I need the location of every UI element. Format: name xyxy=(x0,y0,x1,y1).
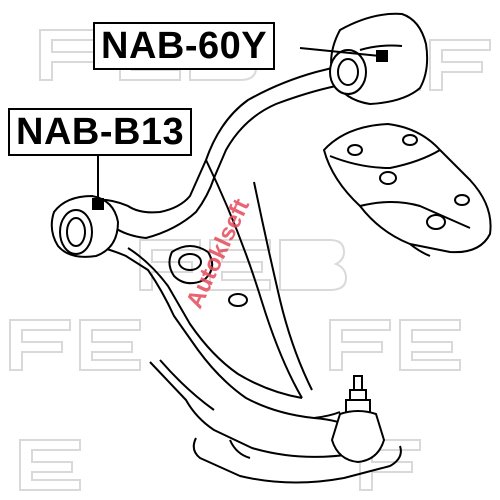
background-logo xyxy=(139,239,348,291)
pointer-marker-top xyxy=(376,50,388,62)
left-bushing xyxy=(50,194,120,258)
background-logo xyxy=(19,439,421,491)
leader-lines xyxy=(97,47,381,200)
bushing-bracket xyxy=(323,123,492,257)
part-number-label-nab-60y: NAB-60Y xyxy=(93,22,276,70)
part-number-label-nab-b13: NAB-B13 xyxy=(8,108,193,156)
control-arm xyxy=(91,65,402,484)
background-logo xyxy=(329,319,461,371)
background-logo-pattern xyxy=(9,29,491,491)
ball-joint xyxy=(330,375,386,464)
background-logo xyxy=(9,319,141,371)
pointer-marker-left xyxy=(92,198,104,210)
